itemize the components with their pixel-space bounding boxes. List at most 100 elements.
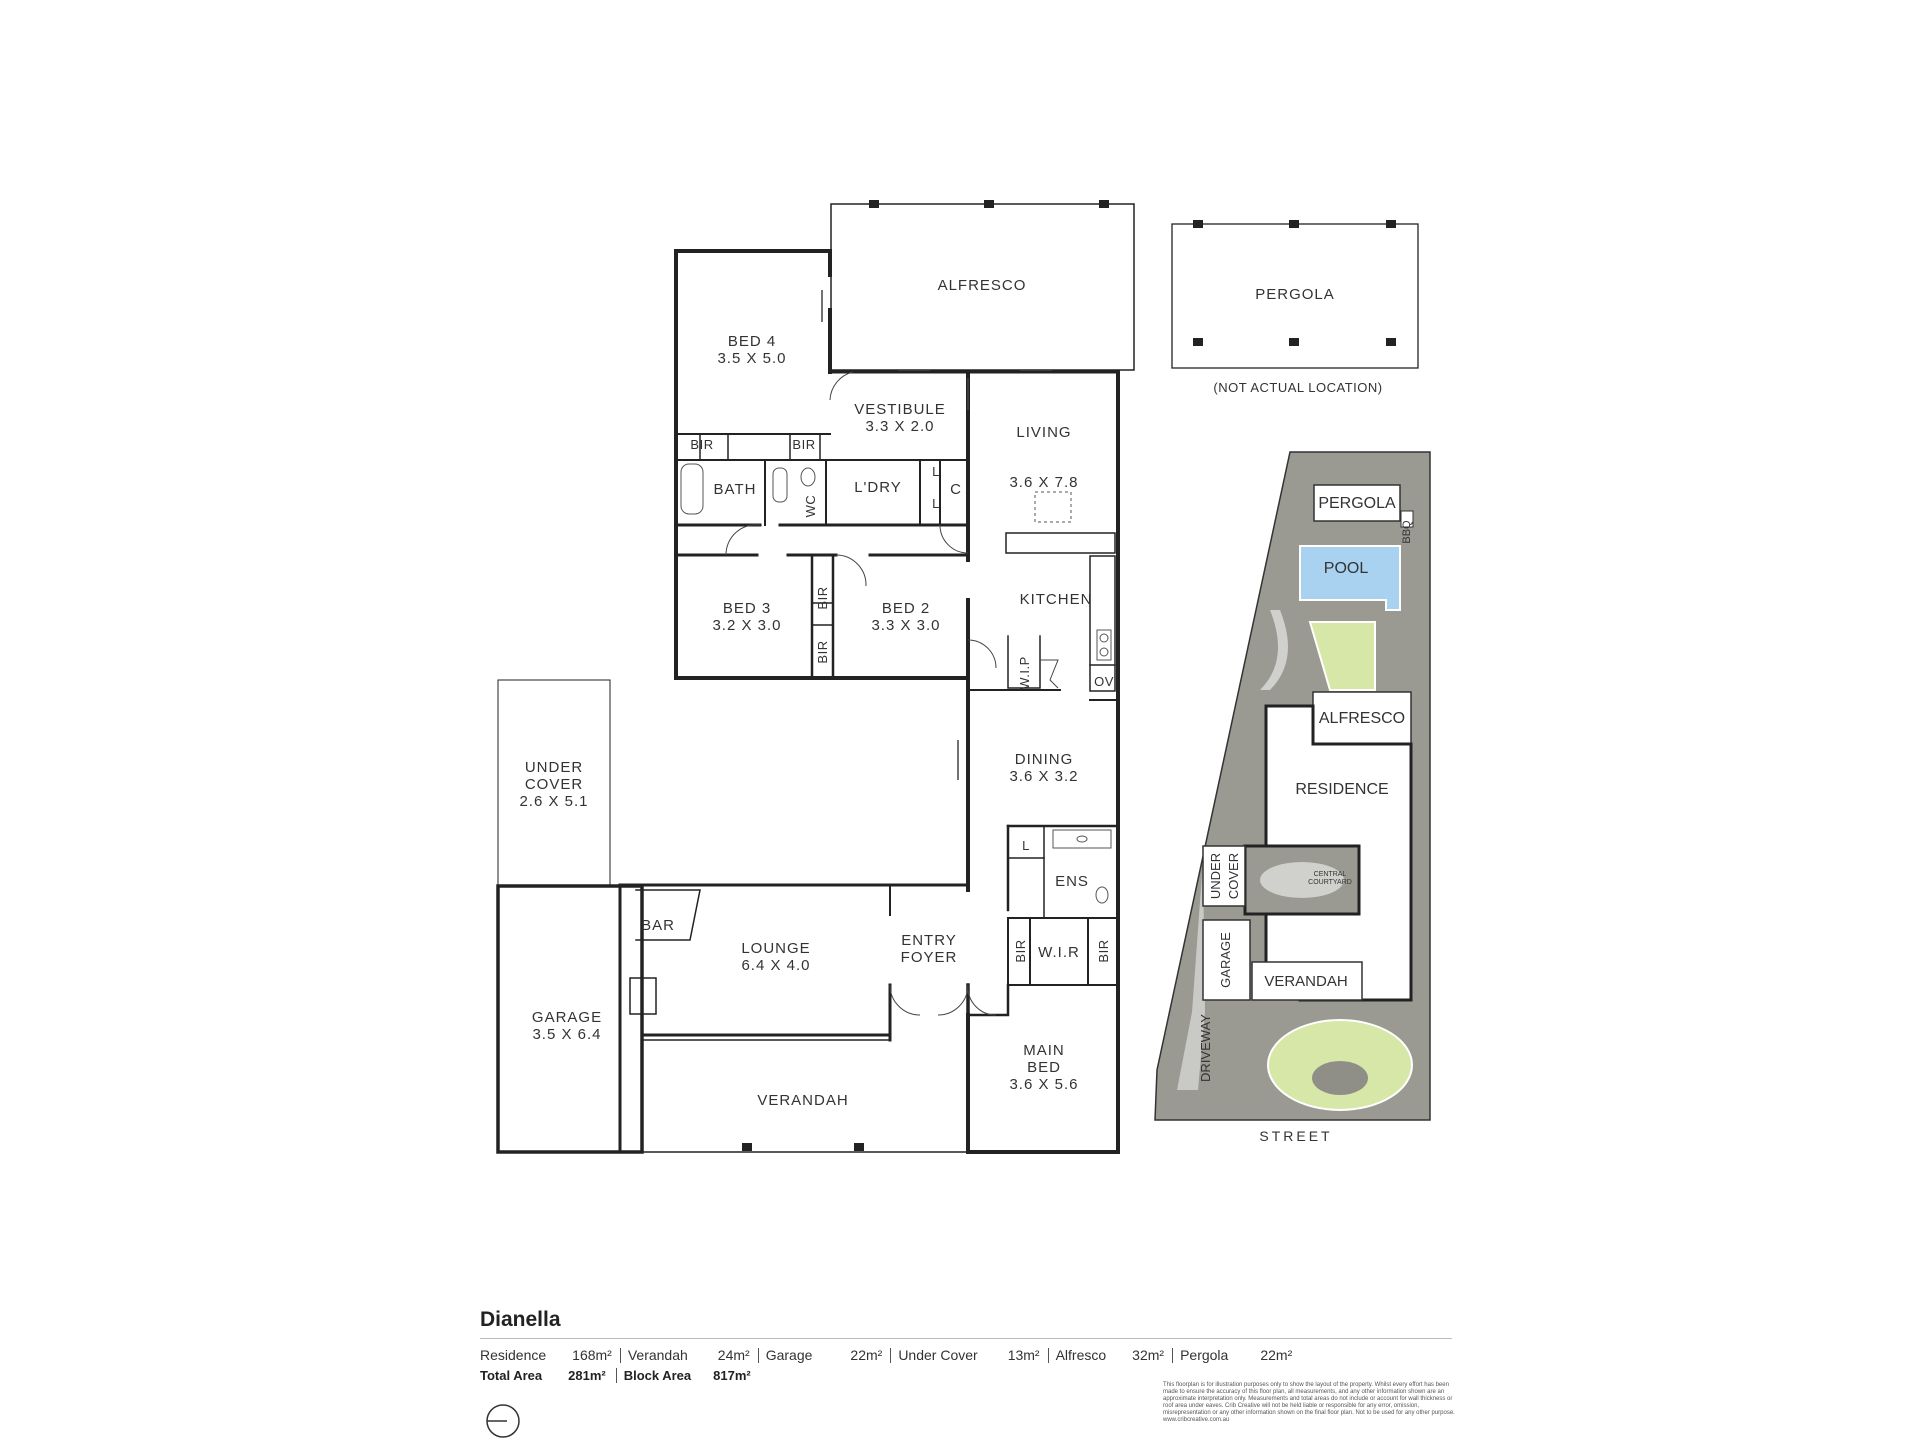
north-compass-icon xyxy=(486,1404,520,1438)
area-residence: Residence 168m² xyxy=(480,1347,620,1363)
site-label-street: STREET xyxy=(1259,1128,1332,1144)
site-label-bbq: BBQ xyxy=(1401,520,1413,544)
plan-walls xyxy=(496,203,1419,1154)
separator xyxy=(890,1347,892,1363)
label-living-dim: 3.6 X 7.8 xyxy=(1009,474,1078,491)
label-alfresco: ALFRESCO xyxy=(938,277,1027,294)
area-garage: Garage 22m² xyxy=(766,1347,891,1363)
label-bath: BATH xyxy=(714,481,757,498)
label-bar: BAR xyxy=(641,917,675,934)
label-c: C xyxy=(950,481,962,498)
label-l-2: L xyxy=(932,496,940,511)
area-value: 168m² xyxy=(572,1347,612,1363)
area-name: Verandah xyxy=(627,1347,688,1363)
label-under-cover-2: COVER xyxy=(525,776,583,793)
area-value: 32m² xyxy=(1132,1347,1165,1363)
label-bed4-dim: 3.5 X 5.0 xyxy=(717,350,786,367)
site-label-central-1: CENTRAL xyxy=(1314,871,1347,878)
area-name: Under Cover xyxy=(898,1347,978,1363)
label-bed3: BED 3 xyxy=(723,600,771,617)
property-title: Dianella xyxy=(480,1308,561,1331)
divider xyxy=(480,1338,1452,1339)
area-pergola: Pergola 22m² xyxy=(1180,1347,1300,1363)
label-lounge: LOUNGE xyxy=(741,940,810,957)
area-value: 24m² xyxy=(717,1347,750,1363)
separator xyxy=(1047,1347,1049,1363)
block-area-label: Block Area xyxy=(623,1367,692,1383)
block-area-value: 817m² xyxy=(713,1367,751,1383)
area-name: Garage xyxy=(765,1347,813,1363)
label-dining-dim: 3.6 X 3.2 xyxy=(1009,768,1078,785)
label-bir-2: BIR xyxy=(792,437,815,452)
posts xyxy=(742,200,1396,1151)
area-row: Residence 168m² Verandah 24m² Garage 22m² U… xyxy=(480,1345,1452,1365)
label-lounge-dim: 6.4 X 4.0 xyxy=(741,957,810,974)
site-label-driveway: DRIVEWAY xyxy=(1198,1014,1213,1082)
area-schedule: Dianella Residence 168m² Verandah 24m² Gar… xyxy=(480,1308,1452,1385)
label-entry-1: ENTRY xyxy=(901,932,957,949)
disclaimer-text: This floorplan is for illustration purpo… xyxy=(1163,1382,1455,1423)
area-alfresco: Alfresco 32m² xyxy=(1056,1347,1172,1363)
label-ens: ENS xyxy=(1055,873,1089,890)
label-pergola-note: (NOT ACTUAL LOCATION) xyxy=(1213,380,1382,395)
label-bed2: BED 2 xyxy=(882,600,930,617)
separator xyxy=(1172,1347,1174,1363)
label-under-cover-dim: 2.6 X 5.1 xyxy=(519,793,588,810)
label-bed3-dim: 3.2 X 3.0 xyxy=(712,617,781,634)
label-vestibule: VESTIBULE xyxy=(854,401,946,418)
label-bir-3: BIR xyxy=(815,586,830,609)
label-bir-4: BIR xyxy=(815,640,830,663)
total-area-value: 281m² xyxy=(568,1367,606,1383)
site-label-under: UNDER xyxy=(1208,853,1223,899)
site-label-pergola: PERGOLA xyxy=(1318,495,1396,512)
label-dining: DINING xyxy=(1015,751,1074,768)
site-label-central-2: COURTYARD xyxy=(1308,879,1352,886)
area-name: Pergola xyxy=(1180,1347,1229,1363)
doors xyxy=(725,290,1059,1016)
site-plan: PERGOLA BBQ POOL ALFRESCO RESIDENCE CENT… xyxy=(1154,451,1431,1144)
label-laundry: L'DRY xyxy=(854,479,902,496)
label-bir-6: BIR xyxy=(1096,939,1111,962)
site-label-pool: POOL xyxy=(1324,560,1369,577)
site-label-cover: COVER xyxy=(1226,853,1241,899)
area-name: Residence xyxy=(480,1347,547,1363)
site-label-verandah: VERANDAH xyxy=(1264,973,1347,990)
separator xyxy=(619,1347,621,1363)
label-garage: GARAGE xyxy=(532,1009,602,1026)
label-entry-2: FOYER xyxy=(901,949,958,966)
total-area-label: Total Area xyxy=(480,1367,543,1383)
label-main-bed-2: BED xyxy=(1027,1059,1061,1076)
label-l-3: L xyxy=(1022,838,1030,853)
label-wir: W.I.R xyxy=(1038,944,1080,961)
area-value: 13m² xyxy=(1007,1347,1040,1363)
total-row: Total Area 281m² Block Area 817m² xyxy=(480,1365,1452,1385)
separator xyxy=(757,1347,759,1363)
label-vestibule-dim: 3.3 X 2.0 xyxy=(865,418,934,435)
label-garage-dim: 3.5 X 6.4 xyxy=(532,1026,601,1043)
site-label-garage: GARAGE xyxy=(1218,932,1233,988)
label-wip: W.I.P xyxy=(1017,656,1032,690)
label-living: LIVING xyxy=(1016,424,1071,441)
label-bir-1: BIR xyxy=(690,437,713,452)
label-main-bed-dim: 3.6 X 5.6 xyxy=(1009,1076,1078,1093)
area-verandah: Verandah 24m² xyxy=(628,1347,758,1363)
label-verandah: VERANDAH xyxy=(757,1092,848,1109)
site-label-alfresco: ALFRESCO xyxy=(1319,710,1405,727)
label-bed4: BED 4 xyxy=(728,333,776,350)
label-kitchen: KITCHEN xyxy=(1020,591,1093,608)
label-l-1: L xyxy=(932,464,940,479)
area-under-cover: Under Cover 13m² xyxy=(898,1347,1047,1363)
label-main-bed-1: MAIN xyxy=(1023,1042,1065,1059)
label-bir-5: BIR xyxy=(1013,939,1028,962)
label-under-cover-1: UNDER xyxy=(525,759,583,776)
label-pergola: PERGOLA xyxy=(1255,286,1335,303)
label-ov: OV xyxy=(1094,674,1114,689)
fixtures xyxy=(680,463,1112,904)
label-bed2-dim: 3.3 X 3.0 xyxy=(871,617,940,634)
area-value: 22m² xyxy=(1260,1347,1293,1363)
separator xyxy=(615,1367,617,1383)
site-label-residence: RESIDENCE xyxy=(1295,781,1388,798)
area-value: 22m² xyxy=(850,1347,883,1363)
area-name: Alfresco xyxy=(1055,1347,1107,1363)
